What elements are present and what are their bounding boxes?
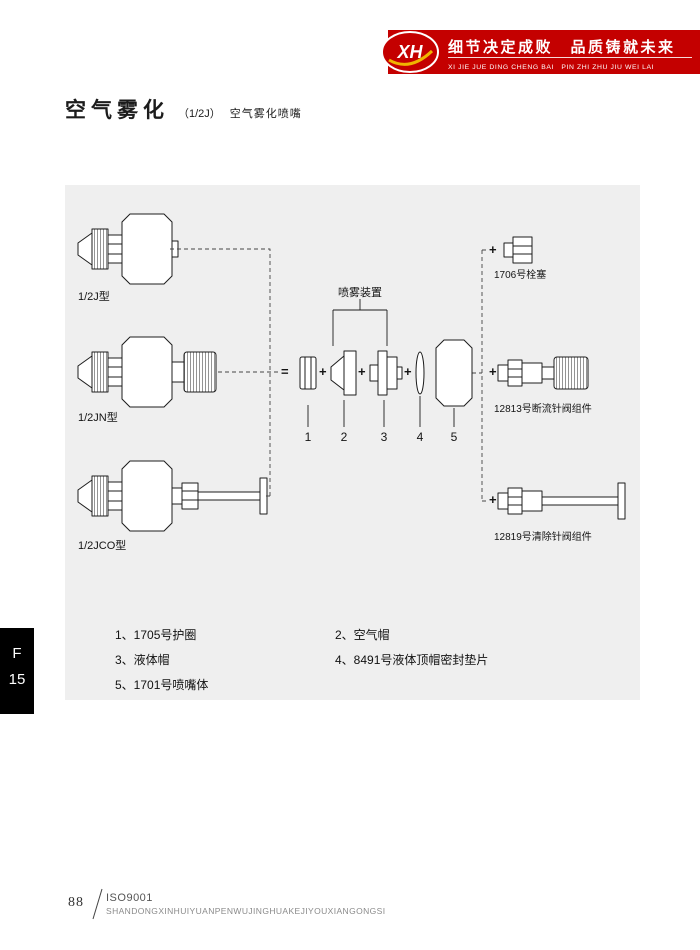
part-number-4: 4 bbox=[416, 430, 424, 444]
brand-logo-icon: XH bbox=[381, 31, 439, 73]
plus-sign-3: + bbox=[404, 364, 412, 379]
footer-slash bbox=[92, 888, 103, 920]
accessory-label-1706: 1706号栓塞 bbox=[494, 270, 547, 281]
accessory-label-12813: 12813号断流针阀组件 bbox=[494, 404, 592, 415]
title-model-code: （1/2J） bbox=[178, 108, 221, 120]
title-main: 空气雾化 bbox=[65, 99, 169, 122]
page-number: 88 bbox=[68, 895, 84, 910]
plus-sign-right-2: + bbox=[489, 364, 497, 379]
assembly-label: 喷雾装置 bbox=[338, 287, 382, 299]
equals-sign: = bbox=[281, 364, 289, 379]
section-tab-letter: F bbox=[12, 645, 22, 662]
legend-item-2: 2、空气帽 bbox=[335, 628, 390, 642]
model-label-12jn: 1/2JN型 bbox=[78, 412, 118, 424]
footer-cert: ISO9001 bbox=[106, 892, 153, 904]
legend-item-4: 4、8491号液体顶帽密封垫片 bbox=[335, 653, 489, 667]
legend-item-1: 1、1705号护圈 bbox=[115, 628, 197, 642]
legend-item-5: 5、1701号喷嘴体 bbox=[115, 678, 209, 692]
legend-item-3: 3、液体帽 bbox=[115, 653, 170, 667]
plus-sign-1: + bbox=[319, 364, 327, 379]
title-subtitle: 空气雾化喷嘴 bbox=[229, 108, 302, 120]
part-number-5: 5 bbox=[450, 430, 458, 444]
brand-logo-text: XH bbox=[396, 42, 423, 62]
header-band: 细节决定成败 品质铸就未来 XI JIE JUE DING CHENG BAI … bbox=[388, 30, 700, 74]
part-number-1: 1 bbox=[304, 430, 312, 444]
header-slogan: 细节决定成败 品质铸就未来 bbox=[448, 39, 676, 56]
part-number-2: 2 bbox=[340, 430, 348, 444]
model-label-12j: 1/2J型 bbox=[78, 291, 110, 303]
accessory-label-12819: 12819号清除针阀组件 bbox=[494, 532, 592, 543]
plus-sign-2: + bbox=[358, 364, 366, 379]
diagram-panel bbox=[65, 185, 640, 700]
plus-sign-right-1: + bbox=[489, 242, 497, 257]
page-title: 空气雾化 （1/2J） 空气雾化喷嘴 bbox=[65, 94, 302, 124]
footer-company: SHANDONGXINHUIYUANPENWUJINGHUAKEJIYOUXIA… bbox=[106, 906, 386, 916]
section-tab-number: 15 bbox=[8, 671, 26, 689]
plus-sign-right-3: + bbox=[489, 492, 497, 507]
part-number-3: 3 bbox=[380, 430, 388, 444]
model-label-12jco: 1/2JCO型 bbox=[78, 540, 127, 552]
header-slogan-pinyin: XI JIE JUE DING CHENG BAI PIN ZHI ZHU JI… bbox=[448, 57, 692, 71]
section-tab: F 15 bbox=[0, 628, 34, 714]
